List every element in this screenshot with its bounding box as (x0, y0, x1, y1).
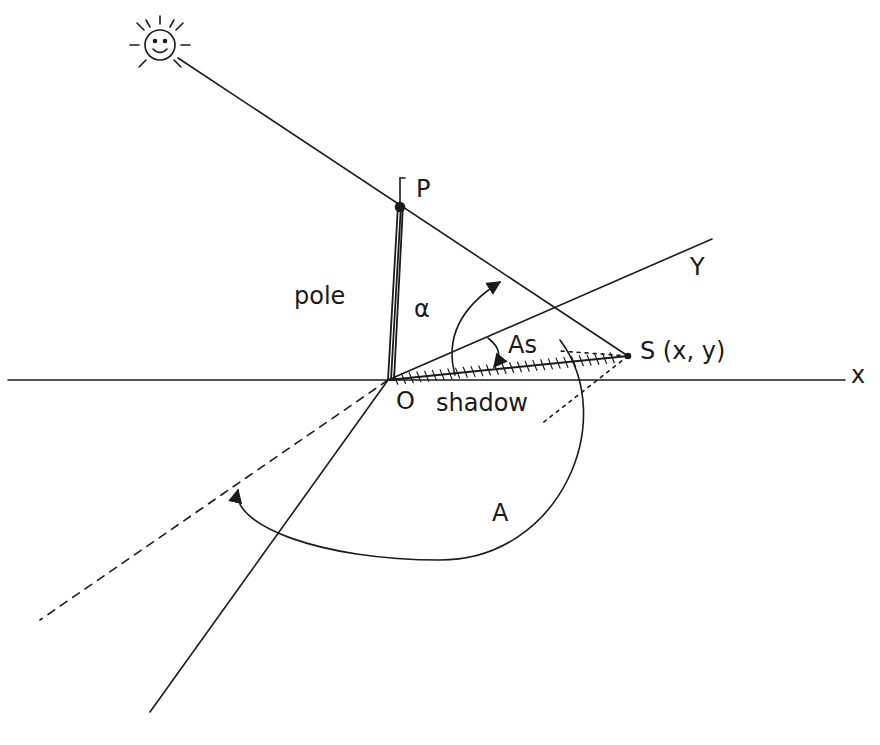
point-label: P (416, 176, 430, 204)
sun-eye (154, 40, 157, 43)
axis-label: Y (690, 254, 705, 282)
shadow-hatching (394, 353, 615, 384)
sun-smile (153, 49, 167, 53)
point-dot (396, 203, 405, 212)
x-axis (8, 379, 845, 381)
point-label: S (x, y) (640, 338, 725, 366)
axis-label: x (851, 362, 865, 390)
pole-tip (400, 177, 405, 179)
shadow-line (388, 356, 628, 380)
point-label: O (396, 388, 415, 416)
angle-label: As (508, 332, 537, 360)
angle-label: A (492, 500, 508, 528)
sun-eye (164, 40, 167, 43)
part-label: shadow (436, 390, 528, 418)
sun-symbol (145, 30, 175, 60)
pole-symbol (388, 205, 403, 380)
angle-label: α (414, 296, 430, 324)
shadow-azimuth-arc (488, 338, 499, 367)
dashed-direction-line (40, 380, 388, 620)
sun-ray-line (178, 58, 628, 356)
axis-line (150, 380, 388, 712)
azimuth-angle-arc (238, 340, 584, 560)
altitude-angle-arc (452, 282, 500, 375)
pole-tip (399, 178, 401, 205)
part-label: pole (294, 283, 345, 311)
